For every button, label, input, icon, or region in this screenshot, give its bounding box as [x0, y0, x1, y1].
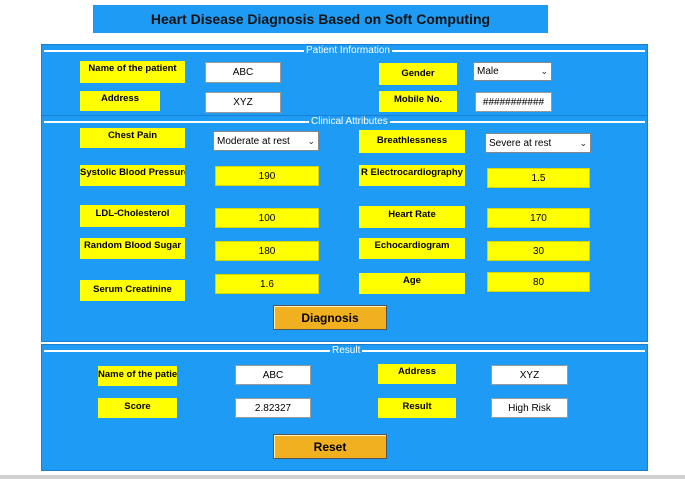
ecg-field[interactable]: 1.5: [487, 168, 590, 188]
breathlessness-label: Breathlessness: [359, 130, 465, 153]
serum-creatinine-label: Serum Creatinine: [80, 280, 185, 301]
chevron-down-icon: ⌄: [579, 137, 587, 148]
chevron-down-icon: ⌄: [540, 66, 548, 76]
breathlessness-select[interactable]: Severe at rest ⌄: [485, 133, 591, 153]
systolic-bp-label: Systolic Blood Pressure: [80, 165, 185, 186]
serum-creatinine-field[interactable]: 1.6: [215, 274, 319, 294]
patient-name-label: Name of the patient: [80, 61, 185, 83]
heart-rate-label: Heart Rate: [359, 206, 465, 228]
random-blood-sugar-label: Random Blood Sugar: [80, 238, 185, 259]
result-value: High Risk: [491, 398, 568, 418]
echocardiogram-label: Echocardiogram: [359, 238, 465, 259]
diagnosis-button[interactable]: Diagnosis: [273, 305, 387, 330]
clinical-legend: Clinical Attributes: [309, 116, 390, 128]
systolic-bp-field[interactable]: 190: [215, 166, 319, 186]
heart-rate-field[interactable]: 170: [487, 208, 590, 228]
ldl-field[interactable]: 100: [215, 208, 319, 228]
gender-select-value: Male: [477, 66, 499, 77]
ecg-label: R Electrocardiography: [359, 165, 465, 186]
reset-button[interactable]: Reset: [273, 434, 387, 459]
result-legend: Result: [330, 345, 363, 357]
address-field[interactable]: XYZ: [205, 92, 281, 113]
result-patient-name-label: Name of the patient: [98, 366, 177, 386]
chest-pain-select-value: Moderate at rest: [217, 135, 290, 147]
result-label: Result: [378, 398, 456, 418]
score-label: Score: [98, 398, 177, 418]
ldl-label: LDL-Cholesterol: [80, 205, 185, 227]
result-address-label: Address: [378, 364, 456, 384]
chevron-down-icon: ⌄: [307, 135, 315, 146]
age-field[interactable]: 80: [487, 272, 590, 292]
mobile-field[interactable]: ###########: [475, 92, 552, 112]
random-blood-sugar-field[interactable]: 180: [215, 241, 319, 261]
chest-pain-select[interactable]: Moderate at rest ⌄: [213, 131, 319, 151]
age-label: Age: [359, 273, 465, 294]
breathlessness-select-value: Severe at rest: [489, 137, 552, 149]
gender-select[interactable]: Male ⌄: [473, 62, 552, 81]
result-patient-name-value: ABC: [235, 365, 311, 385]
result-address-value: XYZ: [491, 365, 568, 385]
chest-pain-label: Chest Pain: [80, 128, 185, 148]
address-label: Address: [80, 91, 160, 111]
patient-info-legend: Patient Information: [304, 45, 392, 57]
mobile-label: Mobile No.: [379, 91, 457, 112]
gender-label: Gender: [379, 63, 457, 85]
score-value: 2.82327: [235, 398, 311, 418]
window-bottom-edge: [0, 475, 685, 479]
patient-name-field[interactable]: ABC: [205, 62, 281, 83]
app-title: Heart Disease Diagnosis Based on Soft Co…: [93, 5, 548, 33]
echocardiogram-field[interactable]: 30: [487, 241, 590, 261]
